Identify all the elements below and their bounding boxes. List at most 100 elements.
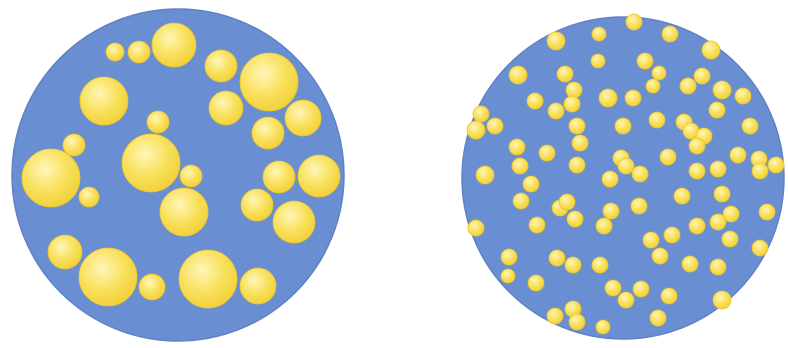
- small-particle: [689, 138, 705, 154]
- dish-right-background: [462, 17, 784, 339]
- large-particle: [285, 100, 321, 136]
- small-particle: [566, 82, 582, 98]
- small-particle: [722, 231, 738, 247]
- large-particle: [263, 161, 295, 193]
- small-particle: [768, 157, 784, 173]
- small-particle: [735, 88, 751, 104]
- small-particle: [487, 118, 503, 134]
- small-particle: [713, 81, 731, 99]
- small-particle: [652, 66, 666, 80]
- small-particle: [549, 250, 565, 266]
- small-particle: [559, 194, 575, 210]
- large-particle: [240, 53, 298, 111]
- small-particle: [501, 249, 517, 265]
- small-particle: [618, 292, 634, 308]
- small-particle: [759, 204, 775, 220]
- small-particle: [557, 66, 573, 82]
- small-particle: [527, 93, 543, 109]
- small-particle: [539, 145, 555, 161]
- small-particle: [501, 269, 515, 283]
- small-particle: [710, 161, 726, 177]
- large-particle: [252, 117, 284, 149]
- small-particle: [631, 198, 647, 214]
- large-particle: [79, 248, 137, 306]
- small-particle: [528, 275, 544, 291]
- small-particle: [473, 106, 489, 122]
- large-particle: [147, 111, 169, 133]
- small-particle: [548, 103, 564, 119]
- small-particle: [752, 163, 768, 179]
- small-particle: [599, 89, 617, 107]
- large-particle: [48, 235, 82, 269]
- small-particle: [512, 158, 528, 174]
- large-particle: [179, 250, 237, 308]
- small-particle: [714, 186, 730, 202]
- small-particle: [702, 41, 720, 59]
- small-particle: [650, 310, 666, 326]
- small-particle: [572, 135, 588, 151]
- small-particle: [592, 27, 606, 41]
- small-particle: [509, 139, 525, 155]
- small-particle: [547, 308, 563, 324]
- small-particle: [689, 218, 705, 234]
- small-particle: [730, 147, 746, 163]
- small-particle: [513, 193, 529, 209]
- small-particle: [569, 157, 585, 173]
- small-particle: [661, 288, 677, 304]
- small-particle: [529, 217, 545, 233]
- large-particle: [80, 77, 128, 125]
- dish-small-particles: [462, 14, 784, 339]
- dish-large-particles: [12, 9, 344, 341]
- small-particle: [476, 166, 494, 184]
- small-particle: [710, 214, 726, 230]
- small-particle: [682, 256, 698, 272]
- small-particle: [633, 281, 649, 297]
- small-particle: [713, 291, 731, 309]
- small-particle: [591, 54, 605, 68]
- small-particle: [752, 240, 768, 256]
- large-particle: [63, 134, 85, 156]
- small-particle: [742, 118, 758, 134]
- small-particle: [509, 66, 527, 84]
- small-particle: [632, 166, 648, 182]
- large-particle: [160, 188, 208, 236]
- large-particle: [128, 41, 150, 63]
- small-particle: [596, 218, 612, 234]
- small-particle: [674, 188, 690, 204]
- large-particle: [180, 165, 202, 187]
- small-particle: [689, 163, 705, 179]
- small-particle: [625, 90, 641, 106]
- small-particle: [626, 14, 642, 30]
- small-particle: [564, 96, 580, 112]
- large-particle: [22, 149, 80, 207]
- small-particle: [637, 53, 653, 69]
- large-particle: [152, 23, 196, 67]
- large-particle: [205, 50, 237, 82]
- small-particle: [547, 32, 565, 50]
- large-particle: [79, 187, 99, 207]
- small-particle: [710, 259, 726, 275]
- small-particle: [649, 112, 665, 128]
- large-particle: [240, 268, 276, 304]
- small-particle: [618, 158, 634, 174]
- small-particle: [602, 171, 618, 187]
- small-particle: [523, 176, 539, 192]
- small-particle: [569, 118, 585, 134]
- small-particle: [615, 118, 631, 134]
- large-particle: [122, 134, 180, 192]
- large-particle: [273, 201, 315, 243]
- small-particle: [605, 280, 621, 296]
- small-particle: [694, 68, 710, 84]
- small-particle: [646, 79, 660, 93]
- small-particle: [709, 102, 725, 118]
- large-particle: [241, 189, 273, 221]
- small-particle: [662, 26, 678, 42]
- small-particle: [596, 320, 610, 334]
- small-particle: [565, 257, 581, 273]
- small-particle: [680, 78, 696, 94]
- small-particle: [468, 220, 484, 236]
- small-particle: [652, 248, 668, 264]
- small-particle: [664, 227, 680, 243]
- large-particle: [298, 155, 340, 197]
